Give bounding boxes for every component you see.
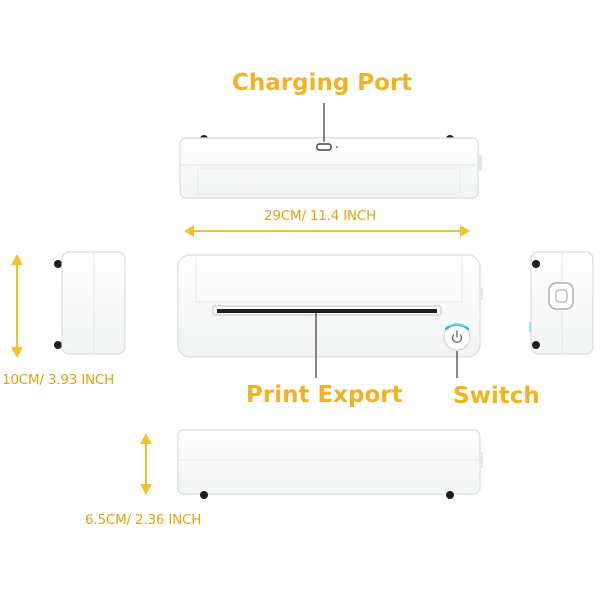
switch-label: Switch [453, 383, 540, 409]
right-side-button [548, 282, 574, 310]
depth-arrow [140, 433, 152, 495]
charging-port-label: Charging Port [232, 70, 413, 96]
printer-front-view [177, 254, 483, 378]
power-icon [451, 330, 463, 343]
height-arrow [11, 254, 23, 358]
length-dimension-text: 29CM/ 11.4 INCH [264, 208, 377, 224]
printer-bottom-view [177, 429, 483, 499]
height-dimension-text: 10CM/ 3.93 INCH [2, 372, 115, 388]
print-export-slot [217, 309, 437, 313]
print-export-label: Print Export [246, 382, 403, 408]
printer-right-side-view [529, 251, 594, 355]
charging-port [316, 143, 332, 151]
length-arrow [184, 225, 470, 237]
depth-dimension-text: 6.5CM/ 2.36 INCH [85, 512, 202, 528]
printer-top-view [179, 103, 482, 199]
printer-left-side-view [54, 251, 126, 355]
